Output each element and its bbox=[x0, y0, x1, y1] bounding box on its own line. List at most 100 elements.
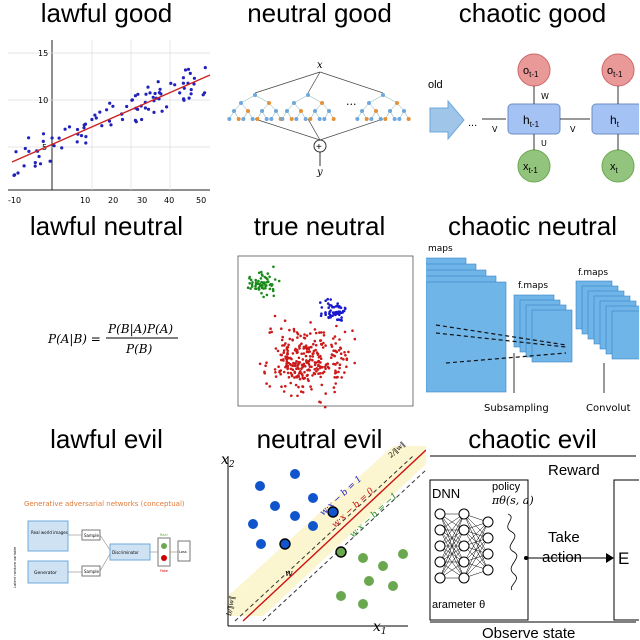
cluster-point bbox=[287, 343, 290, 347]
cluster-point bbox=[353, 337, 357, 341]
cluster-point bbox=[337, 370, 340, 374]
data-point bbox=[146, 85, 150, 89]
cluster-point bbox=[332, 362, 335, 366]
cluster-point bbox=[305, 334, 309, 337]
cluster-point bbox=[323, 405, 327, 409]
output-2-label: ot-1 bbox=[607, 65, 623, 79]
cluster-point bbox=[259, 277, 263, 280]
cluster-point bbox=[263, 282, 266, 286]
tree-node bbox=[308, 117, 313, 121]
cluster-point bbox=[314, 331, 318, 335]
cluster-point bbox=[304, 354, 308, 358]
cluster-point bbox=[293, 371, 297, 374]
cluster-point bbox=[313, 361, 317, 364]
cluster-point bbox=[315, 351, 319, 354]
cluster-point bbox=[274, 375, 278, 378]
data-point bbox=[109, 123, 113, 127]
data-point bbox=[136, 92, 140, 96]
cluster-point bbox=[324, 367, 327, 370]
network-node bbox=[434, 572, 446, 584]
cluster-point bbox=[343, 351, 346, 354]
tree-node bbox=[299, 109, 303, 113]
formula-numerator: P(B|A)P(A) bbox=[107, 322, 173, 336]
data-point bbox=[156, 80, 160, 84]
cluster-point bbox=[277, 279, 281, 283]
tree-node bbox=[369, 117, 374, 121]
data-point bbox=[52, 144, 56, 148]
data-point bbox=[98, 110, 102, 114]
output-edge bbox=[254, 118, 321, 141]
tree-edge bbox=[382, 94, 398, 104]
tree-node bbox=[280, 117, 285, 121]
data-point bbox=[84, 135, 88, 139]
cluster-point bbox=[272, 265, 275, 269]
cluster-point bbox=[282, 351, 285, 354]
ellipsis: ... bbox=[468, 117, 477, 129]
cluster-point bbox=[294, 362, 297, 366]
cell-label: lawful neutral bbox=[29, 213, 184, 241]
cluster-point bbox=[276, 349, 280, 353]
bayes-formula: P(A|B) = P(B|A)P(A) P(B) bbox=[47, 322, 178, 356]
data-point bbox=[94, 116, 98, 120]
cluster-point bbox=[317, 363, 320, 367]
cluster-point bbox=[291, 368, 295, 371]
data-point bbox=[48, 159, 52, 163]
cluster-point bbox=[337, 310, 341, 313]
tree-node bbox=[378, 117, 383, 121]
cluster-point bbox=[290, 373, 294, 376]
tree-node bbox=[250, 117, 255, 121]
network-edge bbox=[439, 545, 465, 579]
cluster-point bbox=[302, 377, 305, 380]
cluster-point bbox=[320, 383, 324, 387]
cluster-point bbox=[281, 335, 284, 339]
cluster-point bbox=[324, 363, 328, 366]
tree-node bbox=[267, 101, 271, 105]
cluster-point bbox=[328, 313, 332, 317]
cluster-point bbox=[309, 345, 313, 349]
cluster-point bbox=[335, 324, 338, 328]
class-b-point bbox=[378, 561, 388, 571]
cluster-point bbox=[319, 365, 322, 368]
cluster-point bbox=[300, 367, 303, 370]
cluster-point bbox=[300, 372, 303, 375]
cluster-point bbox=[285, 347, 289, 351]
environment-box bbox=[613, 479, 639, 621]
data-point bbox=[16, 171, 20, 175]
cluster-point bbox=[334, 369, 337, 372]
support-vector-a bbox=[279, 538, 291, 550]
real-images-label: Real world images bbox=[31, 530, 68, 535]
cluster-point bbox=[319, 339, 323, 342]
tree-node bbox=[395, 101, 399, 105]
scatter-regression-plot: 15 10 5 -10 10 20 30 40 50 bbox=[8, 40, 211, 205]
data-point bbox=[63, 127, 67, 131]
data-point bbox=[125, 104, 129, 109]
sampled-action-dot bbox=[524, 556, 528, 560]
cluster-point bbox=[293, 364, 297, 368]
cluster-point bbox=[336, 302, 339, 305]
tree-node bbox=[285, 109, 289, 113]
tree-node bbox=[255, 117, 260, 121]
network-node bbox=[482, 516, 494, 528]
tree-node bbox=[406, 117, 411, 121]
cluster-point bbox=[281, 344, 284, 347]
cluster-point bbox=[291, 352, 295, 355]
cluster-point bbox=[337, 318, 341, 321]
cluster-point bbox=[320, 312, 323, 315]
x-tick-40: 40 bbox=[164, 196, 174, 205]
cluster-point bbox=[296, 364, 299, 368]
network-node bbox=[458, 556, 470, 568]
plot-frame bbox=[237, 255, 414, 407]
network-node bbox=[458, 508, 470, 520]
cluster-point bbox=[261, 274, 264, 277]
tree-node bbox=[402, 109, 406, 113]
data-point bbox=[82, 126, 86, 130]
cluster-point bbox=[324, 392, 327, 395]
cluster-point bbox=[251, 281, 254, 284]
cell-lawful-good: 15 10 5 -10 10 20 30 40 50 lawful good bbox=[0, 0, 213, 213]
output-1-label: ot-1 bbox=[523, 65, 539, 79]
cluster-point bbox=[292, 361, 295, 365]
cluster-point bbox=[342, 358, 345, 361]
x-tick-30: 30 bbox=[137, 196, 147, 205]
action-label: action bbox=[542, 549, 582, 566]
data-point bbox=[79, 134, 84, 138]
